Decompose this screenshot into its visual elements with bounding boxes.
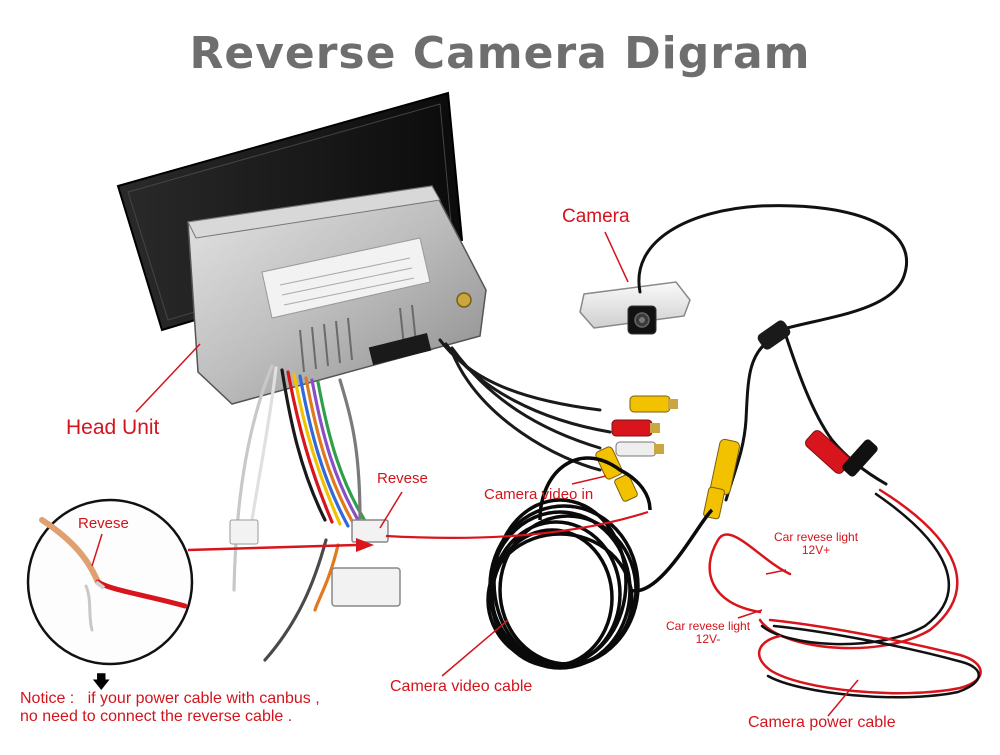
page-title: Reverse Camera Digram xyxy=(189,28,811,79)
reverse-wire xyxy=(385,510,649,539)
head-unit xyxy=(116,91,487,405)
notice-text: Notice : if your power cable with canbus… xyxy=(20,690,320,726)
camera-label: Camera xyxy=(562,206,630,227)
harness-connector xyxy=(229,519,259,545)
arrow-down-icon: 🡇 xyxy=(92,672,111,692)
car-revese-light-positive-label: Car revese light 12V+ xyxy=(774,530,859,557)
label-pointers xyxy=(91,231,859,717)
notice-line-1: Notice : if your power cable with canbus… xyxy=(20,690,320,707)
camera xyxy=(579,281,691,335)
rca-plugs xyxy=(595,395,678,502)
camera-power-cable xyxy=(708,488,982,699)
harness-connector xyxy=(331,567,401,607)
car-revese-light-negative-label: Car revese light 12V- xyxy=(666,619,751,646)
notice-line-2: no need to connect the reverse cable . xyxy=(20,708,293,725)
rca-bundle xyxy=(438,338,612,472)
wire-harness xyxy=(232,364,374,662)
inline-connector xyxy=(757,320,791,350)
camera-video-cable-coil xyxy=(486,456,714,670)
harness-connector xyxy=(351,519,389,543)
camera-power-cable-label: Camera power cable xyxy=(748,714,896,731)
camera-video-in-label: Camera video in xyxy=(484,486,594,503)
revese-label: Revese xyxy=(377,470,428,487)
zoom-leader-line xyxy=(187,543,357,552)
camera-video-cable-label: Camera video cable xyxy=(390,678,533,695)
zoom-leader-arrowhead xyxy=(356,538,374,552)
zoom-circle xyxy=(26,498,194,666)
zoom-revese-label: Revese xyxy=(78,515,129,532)
head-unit-label: Head Unit xyxy=(66,416,160,439)
